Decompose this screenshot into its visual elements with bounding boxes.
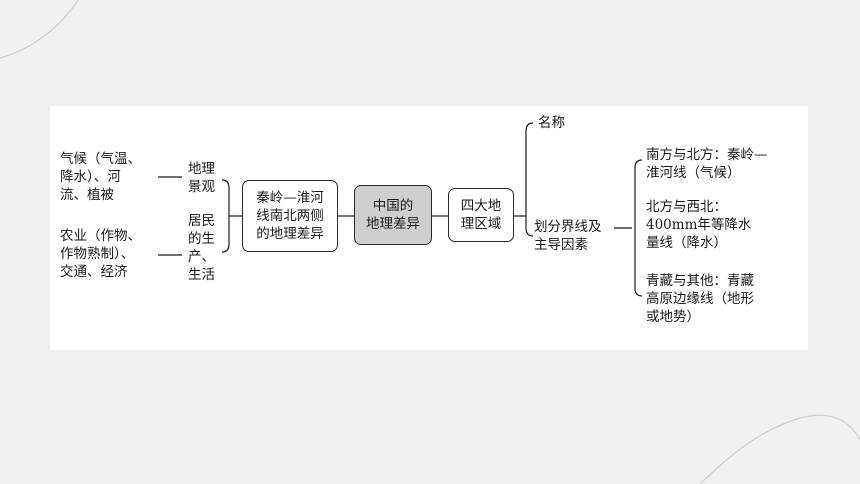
mid-label-landscape: 地理 景观 [188, 160, 215, 196]
left-group-agriculture: 农业（作物、 作物熟制）、 交通、经济 [60, 227, 141, 281]
right-item-south-north: 南方与北方：秦岭— 淮河线（气候） [646, 146, 768, 182]
text-line: 青藏与其他：青藏 [646, 273, 754, 289]
left-group-climate: 气候（气温、 降水）、河 流、植被 [60, 150, 141, 204]
box-label: 秦岭—淮河 线南北两侧 的地理差异 [256, 190, 324, 242]
qinling-huaihe-box: 秦岭—淮河 线南北两侧 的地理差异 [242, 180, 338, 252]
box-label: 四大地 理区域 [460, 198, 502, 232]
text-line: 的生 [188, 231, 215, 247]
text-line: 划分界线及 [534, 219, 602, 235]
branch-name: 名称 [538, 115, 565, 131]
right-item-north-northwest: 北方与西北： 400mm年等降水 量线（降水） [646, 198, 751, 252]
text-line: 主导因素 [534, 237, 588, 253]
text-line: 地理 [188, 161, 215, 177]
text-line: 流、植被 [60, 187, 114, 203]
text-line: 农业（作物、 [60, 228, 141, 244]
text-line: 交通、经济 [60, 264, 128, 280]
branch-boundary: 划分界线及 主导因素 [534, 218, 602, 254]
text-line: 高原边缘线（地形 [646, 291, 754, 307]
mid-label-residents: 居民 的生 产、 生活 [188, 212, 215, 284]
text-line: 淮河线（气候） [646, 165, 741, 181]
right-item-tibet-others: 青藏与其他：青藏 高原边缘线（地形 或地势） [646, 272, 754, 326]
text-line: 居民 [188, 213, 215, 229]
text-line: 量线（降水） [646, 235, 727, 251]
text-line: 生活 [188, 267, 215, 283]
text-line: 北方与西北： [646, 199, 727, 215]
text-line: 产、 [188, 249, 215, 265]
four-regions-box: 四大地 理区域 [448, 188, 514, 242]
text-line: 400mm年等降水 [646, 217, 752, 233]
text-line: 景观 [188, 179, 215, 195]
text-line: 作物熟制）、 [60, 246, 135, 262]
text-line: 气候（气温、 [60, 151, 141, 167]
box-label: 中国的 地理差异 [366, 198, 420, 232]
text-line: 降水）、河 [60, 169, 121, 185]
center-topic-box: 中国的 地理差异 [354, 185, 432, 245]
text-line: 或地势） [646, 309, 700, 325]
text-line: 南方与北方：秦岭— [646, 147, 768, 163]
